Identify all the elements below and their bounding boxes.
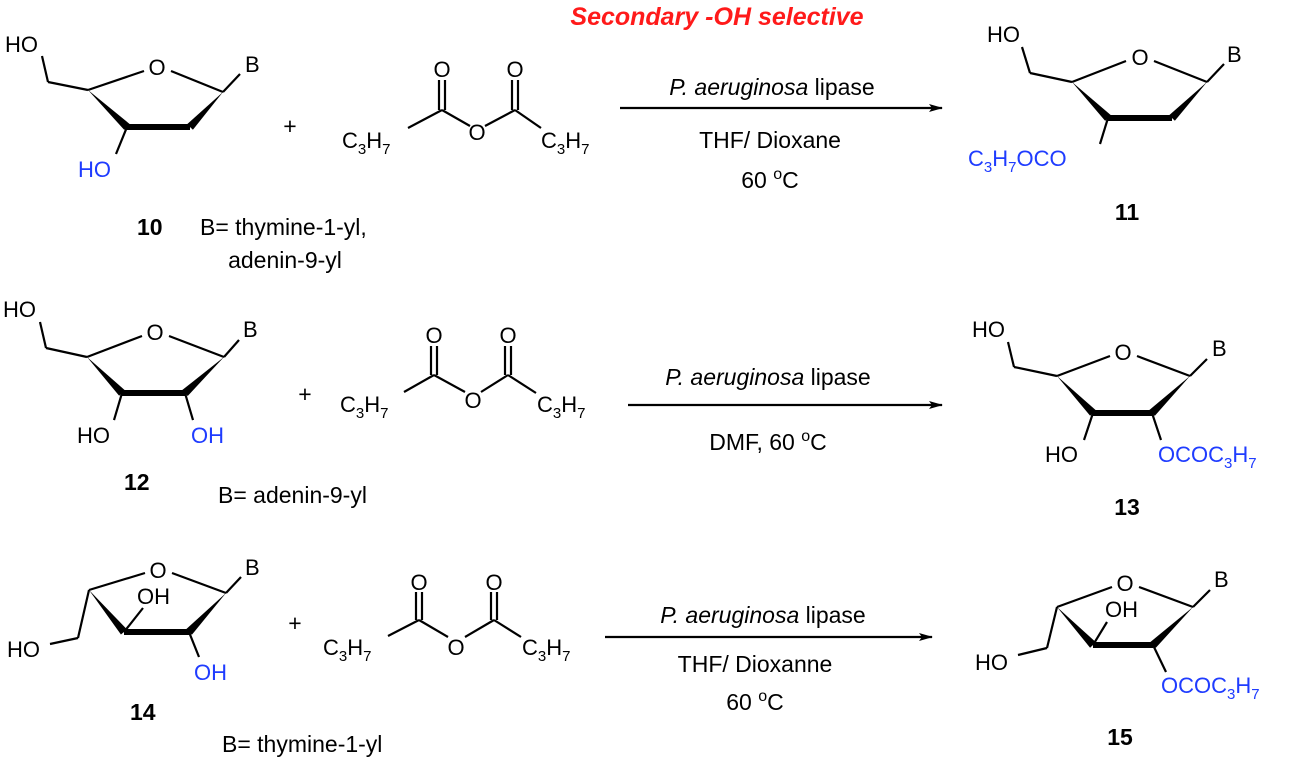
wedge-bond	[87, 357, 125, 396]
butyrate-ester-label: OCOC3H7	[1158, 442, 1257, 472]
propyl-label: C3H7	[541, 128, 589, 158]
wedge-bond	[1072, 82, 1111, 121]
carbonyl-oxygen-label: O	[485, 570, 502, 595]
compound-number: 15	[1107, 724, 1133, 750]
compound-number: 12	[124, 469, 150, 495]
wedge-bond	[1057, 607, 1096, 648]
wedge-bond	[1057, 376, 1096, 416]
propyl-label: C3H7	[522, 635, 570, 665]
conditions-label: DMF, 60 oC	[709, 428, 827, 455]
butyric-anhydride: C3H7 O O O C3H7	[342, 57, 589, 158]
wedge-bond	[1149, 376, 1190, 416]
compound-15: O B HO OH OCOC3H7 15	[975, 567, 1260, 750]
compound-number: 11	[1115, 199, 1140, 225]
compound-12: HO O B HO OH 12 B= adenin-9-yl	[3, 297, 367, 508]
ring-oxygen-label: O	[146, 320, 163, 345]
primary-hydroxyl-label: HO	[972, 317, 1005, 342]
wedge-bond	[182, 357, 224, 396]
ring-oxygen-label: O	[148, 55, 165, 80]
butyrate-ester-label: C3H7OCO	[968, 146, 1067, 176]
reagent-label: P. aeruginosa lipase	[669, 74, 874, 100]
base-label: B	[1212, 336, 1227, 361]
compound-number: 14	[130, 699, 156, 725]
base-definition-2: adenin-9-yl	[228, 247, 342, 273]
reaction-arrow-3: P. aeruginosa lipase THF/ Dioxanne 60 oC	[605, 602, 933, 715]
solvent-label: THF/ Dioxanne	[678, 651, 833, 677]
compound-number: 13	[1114, 494, 1140, 520]
plus-sign: +	[288, 610, 301, 636]
compound-10: HO O B HO 10 B= thymine-1-yl, adenin-9-y…	[5, 32, 367, 273]
base-definition: B= thymine-1-yl,	[200, 214, 367, 240]
hydroxyl-3-label: HO	[77, 423, 110, 448]
hydroxyl-2-label: OH	[191, 423, 224, 448]
compound-11: HO O B C3H7OCO 11	[968, 22, 1242, 225]
primary-hydroxyl-label: HO	[987, 22, 1020, 47]
base-label: B	[245, 52, 260, 77]
carbonyl-oxygen-label: O	[506, 57, 523, 82]
butyric-anhydride: C3H7 O O O C3H7	[323, 570, 570, 665]
propyl-label: C3H7	[340, 392, 388, 422]
temperature-label: 60 oC	[726, 688, 784, 715]
ring-oxygen-label: O	[1114, 340, 1131, 365]
wedge-bond	[187, 92, 223, 130]
hydroxyl-3-label: HO	[1045, 442, 1078, 467]
bridging-oxygen-label: O	[447, 635, 464, 660]
wedge-bond	[89, 590, 128, 635]
carbonyl-oxygen-label: O	[410, 570, 427, 595]
base-definition: B= adenin-9-yl	[218, 482, 367, 508]
reagent-label: P. aeruginosa lipase	[660, 602, 865, 628]
wedge-bond	[186, 593, 226, 635]
primary-hydroxyl-label: HO	[3, 297, 36, 322]
temperature-label: 60 oC	[741, 166, 799, 193]
primary-hydroxyl-label: HO	[975, 650, 1008, 675]
base-label: B	[245, 555, 260, 580]
compound-14: O B HO OH OH 14 B= thymine-1-yl	[7, 555, 382, 757]
plus-sign: +	[298, 381, 311, 407]
compound-number: 10	[137, 214, 163, 240]
reaction-arrow-2: P. aeruginosa lipase DMF, 60 oC	[628, 364, 943, 455]
reaction-arrow-1: P. aeruginosa lipase THF/ Dioxane 60 oC	[620, 74, 943, 193]
plus-sign: +	[283, 113, 296, 139]
wedge-bond	[1169, 82, 1207, 121]
primary-hydroxyl-label: HO	[5, 32, 38, 57]
butyrate-ester-label: OCOC3H7	[1161, 673, 1260, 703]
scheme-title: Secondary -OH selective	[570, 3, 863, 31]
compound-13: HO O B HO OCOC3H7 13	[972, 317, 1257, 520]
bridging-oxygen-label: O	[468, 120, 485, 145]
propyl-label: C3H7	[342, 128, 390, 158]
primary-hydroxyl-label: HO	[7, 637, 40, 662]
base-label: B	[1227, 42, 1242, 67]
solvent-label: THF/ Dioxane	[699, 127, 841, 153]
butyric-anhydride: C3H7 O O O C3H7	[340, 323, 585, 422]
bridging-oxygen-label: O	[464, 388, 481, 413]
hydroxyl-2-label: OH	[194, 660, 227, 685]
base-label: B	[1214, 567, 1229, 592]
reagent-label: P. aeruginosa lipase	[665, 364, 870, 390]
propyl-label: C3H7	[323, 635, 371, 665]
base-label: B	[243, 317, 258, 342]
propyl-label: C3H7	[537, 392, 585, 422]
carbonyl-oxygen-label: O	[425, 323, 442, 348]
carbonyl-oxygen-label: O	[499, 323, 516, 348]
wedge-bond	[88, 90, 130, 130]
secondary-hydroxyl-label: HO	[78, 157, 111, 182]
carbonyl-oxygen-label: O	[433, 57, 450, 82]
ring-oxygen-label: O	[1116, 571, 1133, 596]
hydroxyl-3-label: OH	[137, 584, 170, 609]
hydroxyl-3-label: OH	[1105, 597, 1138, 622]
base-definition: B= thymine-1-yl	[222, 731, 382, 757]
wedge-bond	[1150, 607, 1193, 648]
ring-oxygen-label: O	[1131, 45, 1148, 70]
ring-oxygen-label: O	[149, 558, 166, 583]
